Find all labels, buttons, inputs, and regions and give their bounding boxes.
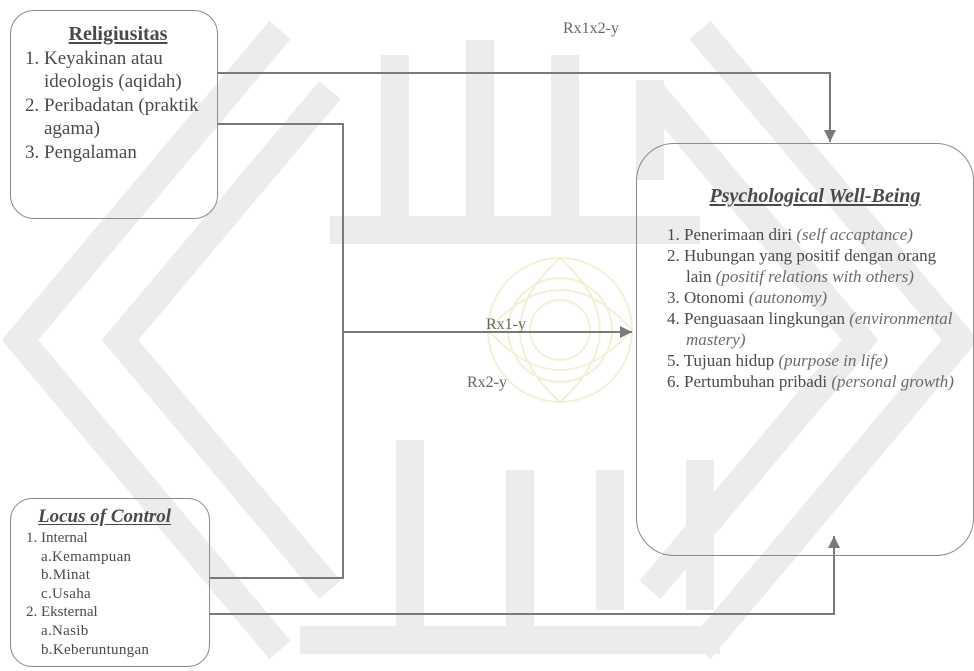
loc-group-label: 2. Eksternal — [26, 604, 98, 621]
pwb-item-english: (purpose in life) — [778, 351, 889, 370]
locus-of-control-box: Locus of Control 1. Internal a.Kemampuan… — [10, 498, 210, 667]
religiusitas-list: 1. Keyakinan atau ideologis (aqidah) 2. … — [25, 47, 211, 164]
connector-loc-to-pwb — [210, 536, 840, 615]
pwb-item-english: (autonomy) — [748, 288, 828, 307]
locus-of-control-list: 1. Internal a.Kemampuan b.Minat c.Usaha … — [26, 529, 205, 659]
religiusitas-item: 2. Peribadatan (praktik agama) — [25, 94, 199, 140]
pwb-item-english: (positif relations with others) — [715, 267, 914, 286]
pwb-item-text: 6. Pertumbuhan pribadi — [667, 372, 832, 391]
loc-subitem: b.Keberuntungan — [41, 641, 150, 658]
pwb-item-english: (environmental mastery) — [686, 309, 953, 349]
pwb-item: 5. Tujuan hidup (purpose in life) — [667, 350, 963, 371]
pwb-item-text: 1. Penerimaan diri — [667, 225, 797, 244]
pwb-item: 1. Penerimaan diri (self accaptance) — [667, 224, 963, 245]
loc-subitem: c.Usaha — [41, 585, 91, 602]
loc-subitem: b.Minat — [41, 567, 91, 584]
psychological-well-being-list: 1. Penerimaan diri (self accaptance) 2. … — [667, 224, 963, 392]
pwb-item: 3. Otonomi (autonomy) — [667, 287, 963, 308]
pwb-item: 6. Pertumbuhan pribadi (personal growth) — [667, 371, 963, 392]
connector-religiusitas-to-junction — [218, 123, 344, 332]
pwb-item: 4. Penguasaan lingkungan (environmental … — [667, 308, 963, 350]
loc-group: 2. Eksternal a.Nasib b.Keberuntungan — [26, 603, 205, 659]
religiusitas-item: 1. Keyakinan atau ideologis (aqidah) — [25, 48, 182, 93]
locus-of-control-title: Locus of Control — [38, 506, 172, 527]
connector-loc-to-junction — [210, 332, 344, 579]
edge-label-rx1x2-y: Rx1x2-y — [563, 20, 619, 37]
loc-sublist: a.Kemampuan b.Minat c.Usaha — [26, 548, 205, 604]
edge-label-rx1-y: Rx1-y — [486, 316, 526, 333]
religiusitas-item: 3. Pengalaman — [25, 141, 137, 163]
psychological-well-being-title: Psychological Well-Being — [709, 185, 921, 207]
loc-subitem: a.Kemampuan — [41, 548, 132, 565]
loc-group: 1. Internal a.Kemampuan b.Minat c.Usaha — [26, 529, 205, 603]
psychological-well-being-box: Psychological Well-Being 1. Penerimaan d… — [636, 143, 974, 556]
edge-label-rx2-y: Rx2-y — [467, 374, 507, 391]
loc-group-label: 1. Internal — [26, 530, 88, 546]
loc-sublist: a.Nasib b.Keberuntungan — [26, 622, 205, 659]
pwb-item-english: (personal growth) — [831, 372, 954, 391]
religiusitas-box: Religiusitas 1. Keyakinan atau ideologis… — [10, 10, 218, 219]
connector-rx1x2-y — [218, 72, 836, 142]
pwb-item-english: (self accaptance) — [796, 225, 913, 244]
pwb-item: 2. Hubungan yang positif dengan orang la… — [667, 245, 963, 287]
religiusitas-title: Religiusitas — [68, 23, 168, 45]
pwb-item-text: 5. Tujuan hidup — [667, 351, 779, 370]
loc-subitem: a.Nasib — [41, 622, 89, 639]
pwb-item-text: 4. Penguasaan lingkungan — [667, 309, 850, 328]
pwb-item-text: 3. Otonomi — [667, 288, 749, 307]
pwb-item-text: 2. Hubungan yang positif dengan orang la… — [667, 246, 937, 286]
